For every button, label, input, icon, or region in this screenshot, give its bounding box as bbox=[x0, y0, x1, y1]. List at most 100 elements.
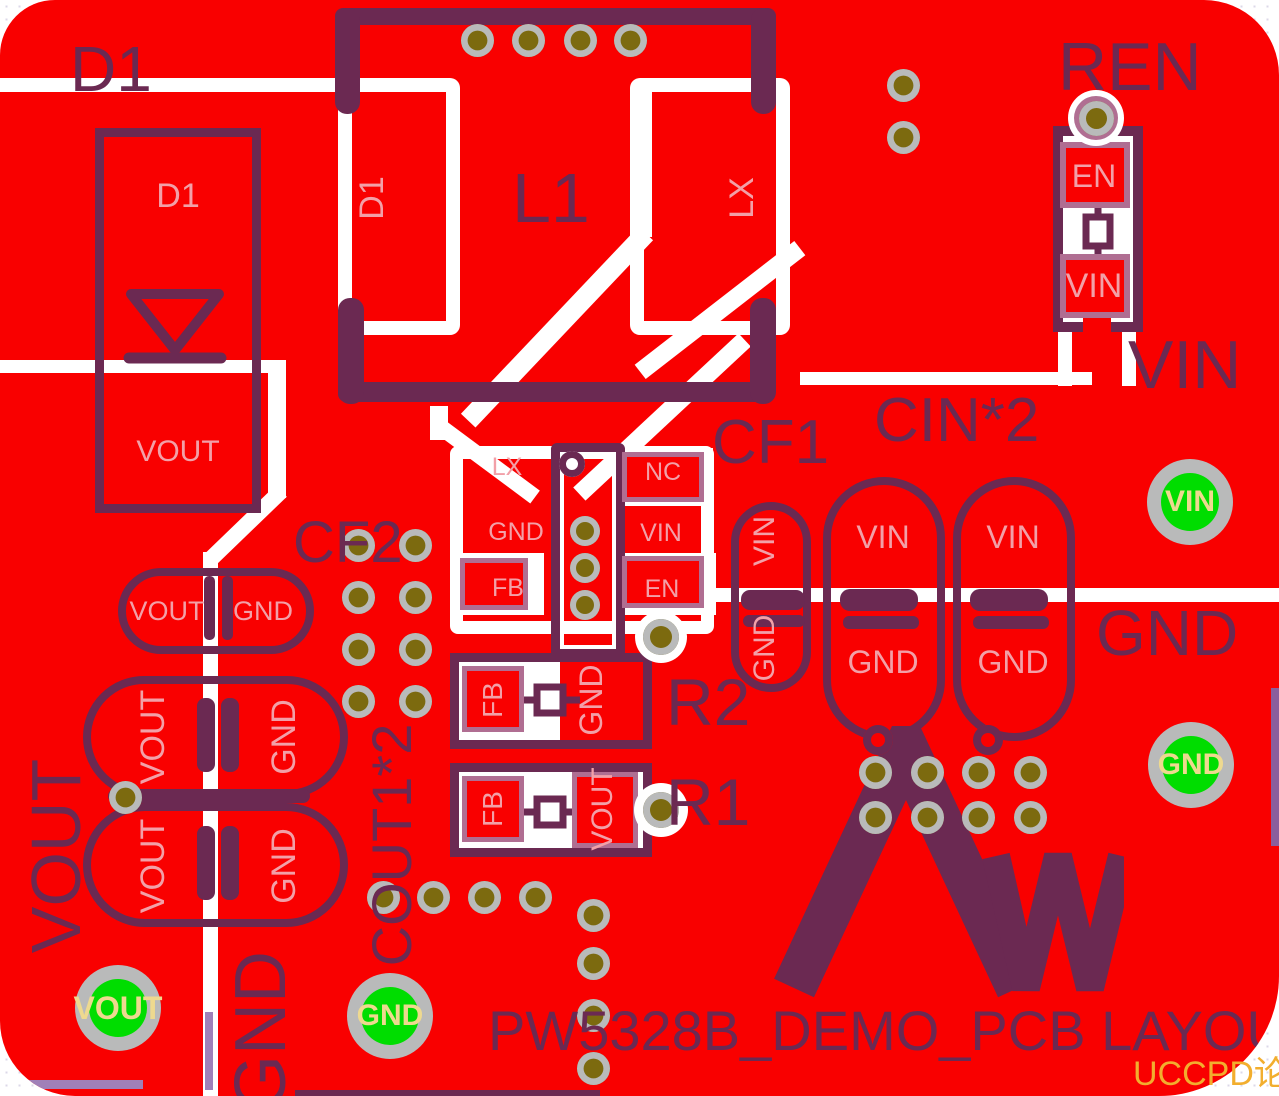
ic-nc-label: NC bbox=[644, 457, 682, 486]
csmall-vout-label: VOUT bbox=[129, 595, 205, 626]
cout1-gnd-label: GND bbox=[265, 699, 303, 775]
test-point-vin bbox=[1161, 473, 1219, 531]
l1-refdes: L1 bbox=[512, 159, 590, 237]
ic-nc-pad bbox=[622, 452, 704, 502]
test-point-gnd-bottom bbox=[361, 987, 419, 1045]
cout2-outline bbox=[83, 803, 348, 927]
cap-electrode bbox=[843, 616, 919, 629]
via bbox=[341, 684, 375, 718]
r2-gnd-label: GND bbox=[573, 664, 609, 736]
cout1-vout-label: VOUT bbox=[134, 689, 172, 785]
via bbox=[563, 23, 597, 57]
cf1-outline bbox=[731, 502, 811, 692]
via bbox=[1078, 100, 1114, 136]
r2-fb-pad bbox=[462, 666, 524, 732]
cap-electrode bbox=[743, 615, 805, 627]
r1-vout-label: VOUT bbox=[586, 767, 619, 851]
via bbox=[576, 946, 610, 980]
l1-top-trace bbox=[335, 8, 776, 25]
ren-vin-pad bbox=[1060, 254, 1130, 318]
cap-electrode bbox=[221, 698, 239, 772]
via bbox=[341, 632, 375, 666]
l1-trace-stub bbox=[338, 298, 364, 404]
via bbox=[467, 880, 501, 914]
cf1-vin-label: VIN bbox=[748, 516, 781, 567]
via bbox=[886, 68, 920, 102]
via bbox=[643, 792, 679, 828]
via bbox=[398, 632, 432, 666]
via bbox=[858, 800, 892, 834]
l1-trace-stub bbox=[750, 298, 776, 404]
ic-lx-label: LX bbox=[491, 452, 523, 481]
edge-accent bbox=[25, 1080, 143, 1089]
via bbox=[576, 898, 610, 932]
tp-gnd-bottom-label: GND bbox=[356, 999, 424, 1032]
r1-fb-pad bbox=[462, 776, 524, 842]
ren-trace bbox=[1083, 313, 1111, 335]
via bbox=[863, 725, 893, 755]
manufacturer-logo bbox=[774, 726, 1124, 1000]
r2-outline bbox=[450, 653, 652, 749]
csmall-gnd-label: GND bbox=[233, 595, 293, 626]
cap-electrode bbox=[197, 698, 215, 772]
clearance-channel bbox=[203, 552, 218, 1096]
via bbox=[570, 590, 600, 620]
via bbox=[559, 451, 585, 477]
resistor-symbol bbox=[522, 683, 580, 717]
via bbox=[366, 880, 400, 914]
via bbox=[643, 619, 679, 655]
ren-vin-label: VIN bbox=[1065, 267, 1123, 305]
csmall-outline bbox=[118, 568, 314, 654]
cap-electrode bbox=[970, 589, 1048, 611]
via bbox=[576, 998, 610, 1032]
via bbox=[398, 580, 432, 614]
cin2-vin-label: VIN bbox=[986, 519, 1040, 555]
cin2-gnd-label: GND bbox=[977, 644, 1049, 680]
via bbox=[398, 528, 432, 562]
via bbox=[858, 755, 892, 789]
via bbox=[460, 23, 494, 57]
via bbox=[576, 1051, 610, 1085]
via bbox=[511, 23, 545, 57]
ren-en-label: EN bbox=[1071, 158, 1117, 194]
edge-accent bbox=[205, 1012, 213, 1090]
gnd-net-label-right: GND bbox=[1096, 597, 1239, 669]
cap-electrode bbox=[840, 589, 918, 611]
clearance-channel bbox=[1122, 330, 1136, 386]
via bbox=[961, 755, 995, 789]
tp-vout-label: VOUT bbox=[73, 990, 163, 1026]
cin2-outline bbox=[953, 477, 1075, 741]
via bbox=[973, 725, 1003, 755]
cap-electrode bbox=[221, 826, 239, 900]
via bbox=[398, 684, 432, 718]
test-point-gnd-right bbox=[1162, 736, 1220, 794]
r2-refdes: R2 bbox=[666, 665, 751, 739]
clearance-channel bbox=[268, 360, 286, 498]
cin1-vin-label: VIN bbox=[856, 519, 910, 555]
tp-vin-label: VIN bbox=[1164, 485, 1215, 518]
via bbox=[1013, 800, 1047, 834]
vin-net-label: VIN bbox=[1128, 327, 1242, 403]
vout-net-label-left: VOUT bbox=[17, 758, 95, 954]
l1-left-pad-clearance bbox=[338, 78, 460, 335]
via bbox=[613, 23, 647, 57]
cf2-refdes: CF2 bbox=[293, 510, 403, 575]
cap-electrode bbox=[197, 826, 215, 900]
r1-refdes: R1 bbox=[666, 765, 751, 839]
cout2-gnd-label: GND bbox=[265, 828, 303, 904]
cin-refdes: CIN*2 bbox=[874, 386, 1040, 455]
r2-fb-label: FB bbox=[477, 682, 508, 718]
via bbox=[341, 528, 375, 562]
via bbox=[108, 780, 142, 814]
cf1-gnd-label: GND bbox=[748, 614, 781, 682]
via bbox=[416, 880, 450, 914]
l1-trace-stub bbox=[751, 8, 776, 114]
via bbox=[961, 800, 995, 834]
clearance-channel bbox=[430, 406, 448, 440]
ic-vin-label: VIN bbox=[640, 518, 682, 547]
via bbox=[886, 120, 920, 154]
cf1-refdes: CF1 bbox=[712, 408, 830, 477]
